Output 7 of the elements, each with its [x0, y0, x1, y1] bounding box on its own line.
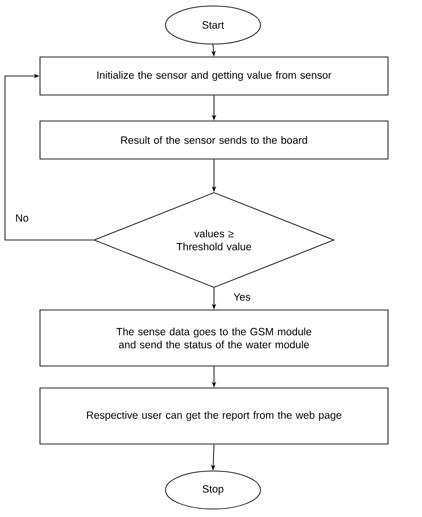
- process-box: Respective user can get the report from the web page: [40, 388, 388, 444]
- arrow: [4, 74, 94, 240]
- process-box: The sense data goes to the GSM module and send the status of the water module: [40, 310, 388, 366]
- edge-label: No: [14, 213, 30, 223]
- process-box: Initialize the sensor and getting value from sensor: [40, 56, 388, 96]
- process-box: Result of the sensor sends to the board: [40, 120, 388, 160]
- edge-label: Yes: [232, 292, 252, 302]
